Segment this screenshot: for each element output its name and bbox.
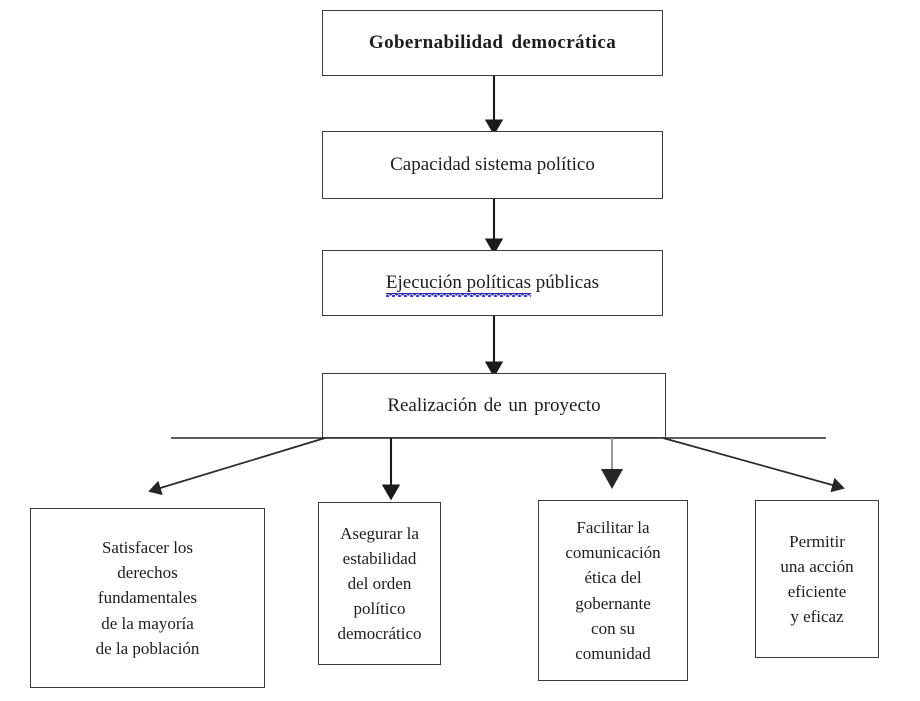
node-realizacion-label: Realización de un proyecto (387, 394, 601, 416)
node-asegurar-label: Asegurar la estabilidad del orden políti… (337, 523, 422, 644)
connector-realizacion-to-permitir (662, 437, 845, 493)
connector-realizacion-to-facilitar-arrowhead (601, 469, 623, 489)
node-gobernabilidad-label: Gobernabilidad democrática (368, 32, 617, 53)
node-ejecucion-label: Ejecución políticas públicas (323, 272, 662, 297)
node-satisfacer-label: Satisfacer los derechos fundamentales de… (95, 538, 200, 658)
node-ejecucion-label-plain: públicas (531, 272, 600, 293)
node-ejecucion-politicas-publicas: Ejecución políticas públicas (322, 250, 663, 316)
node-gobernabilidad-democratica: Gobernabilidad democrática (322, 10, 663, 76)
node-asegurar-estabilidad-orden-politico: Asegurar la estabilidad del orden políti… (318, 502, 441, 665)
node-permitir-accion-eficiente: Permitir una acción eficiente y eficaz (755, 500, 879, 658)
node-satisfacer-derechos-fundamentales: Satisfacer los derechos fundamentales de… (30, 508, 265, 688)
node-permitir-label: Permitir una acción eficiente y eficaz (780, 531, 854, 627)
connector-realizacion-to-satisfacer (148, 437, 326, 496)
node-facilitar-comunicacion-etica: Facilitar la comunicación ética del gobe… (538, 500, 688, 681)
node-realizacion-de-un-proyecto: Realización de un proyecto (322, 373, 666, 438)
node-capacidad-label: Capacidad sistema político (390, 154, 595, 175)
node-facilitar-label: Facilitar la comunicación ética del gobe… (565, 518, 661, 663)
node-capacidad-sistema-politico: Capacidad sistema político (322, 131, 663, 199)
spellcheck-underlined-text: Ejecución políticas (385, 272, 532, 297)
